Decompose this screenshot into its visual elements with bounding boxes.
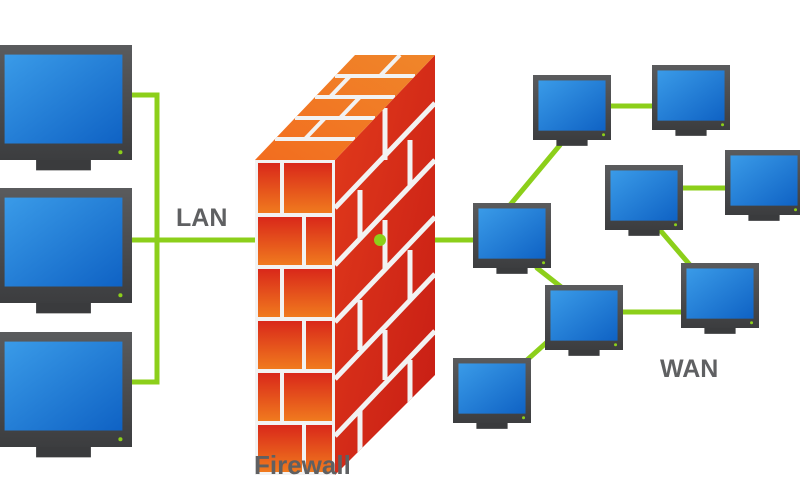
power-led: [118, 293, 123, 298]
lan-link-3: [132, 240, 160, 385]
monitor-stand: [628, 230, 660, 236]
wan-label: WAN: [660, 355, 719, 383]
monitor-stand: [675, 130, 707, 136]
power-led: [118, 150, 123, 155]
power-led: [794, 208, 798, 212]
monitor-stand: [556, 140, 588, 146]
monitor-stand: [36, 303, 91, 314]
computer-monitor-icon: [545, 285, 623, 356]
firewall-label: Firewall: [254, 450, 351, 480]
firewall-port: [374, 234, 386, 246]
computer-monitor-icon: [0, 332, 132, 458]
computer-monitor-icon: [652, 65, 730, 136]
wan-link-mid1-right: [657, 227, 693, 268]
monitor-screen: [686, 268, 754, 319]
computer-monitor-icon: [725, 150, 800, 221]
computer-monitor-icon: [681, 263, 759, 334]
monitor-stand: [568, 350, 600, 356]
lan-links: [132, 92, 262, 385]
computer-monitor-icon: [0, 188, 132, 314]
power-led: [614, 343, 618, 347]
monitor-screen: [610, 170, 678, 221]
computer-monitor-icon: [473, 203, 551, 274]
computer-monitor-icon: [605, 165, 683, 236]
monitor-screen: [657, 70, 725, 121]
monitor-screen: [458, 363, 526, 414]
monitor-screen: [478, 208, 546, 259]
monitor-stand: [496, 268, 528, 274]
monitor-screen: [4, 197, 123, 287]
monitor-stand: [36, 447, 91, 458]
power-led: [522, 416, 526, 420]
monitor-screen: [550, 290, 618, 341]
monitor-stand: [704, 328, 736, 334]
power-led: [118, 437, 123, 442]
monitor-screen: [538, 80, 606, 131]
computer-monitor-icon: [533, 75, 611, 146]
power-led: [721, 123, 725, 127]
monitor-stand: [748, 215, 780, 221]
firewall-icon: [255, 55, 435, 475]
computer-monitor-icon: [0, 45, 132, 171]
lan-link-1: [132, 92, 160, 240]
power-led: [674, 223, 678, 227]
wan-link-gateway-top1: [507, 142, 563, 208]
computers: [0, 45, 800, 458]
computer-monitor-icon: [453, 358, 531, 429]
monitor-screen: [4, 341, 123, 431]
monitor-stand: [36, 160, 91, 171]
firewall-front-bricks: [258, 163, 332, 472]
lan-label: LAN: [176, 204, 228, 232]
power-led: [750, 321, 754, 325]
power-led: [602, 133, 606, 137]
monitor-screen: [730, 155, 798, 206]
monitor-stand: [476, 423, 508, 429]
power-led: [542, 261, 546, 265]
monitor-screen: [4, 54, 123, 144]
